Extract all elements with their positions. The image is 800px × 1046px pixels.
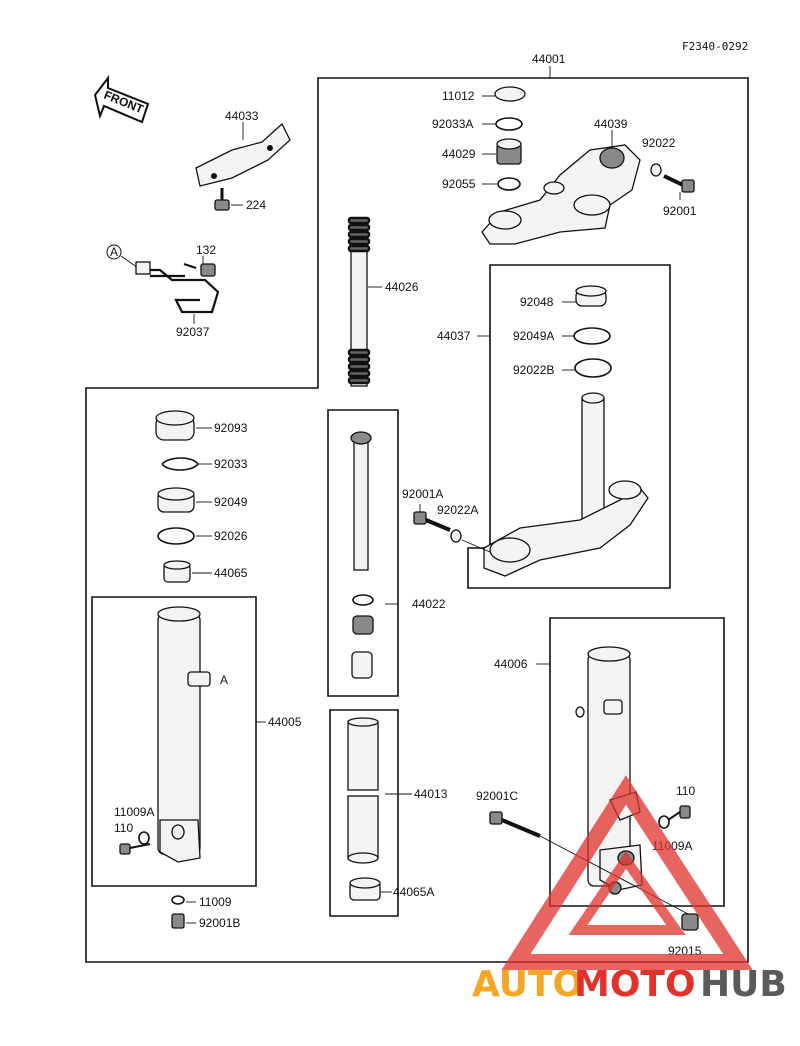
label-92037: 92037 bbox=[176, 325, 210, 339]
watermark-hub: HUB bbox=[700, 964, 787, 1005]
ring-92049A bbox=[573, 327, 611, 345]
label-44026: 44026 bbox=[385, 280, 419, 294]
washer-11009A-right bbox=[658, 815, 670, 829]
washer-92022 bbox=[650, 163, 662, 177]
label-44065A: 44065A bbox=[393, 885, 434, 899]
label-92049: 92049 bbox=[214, 495, 248, 509]
dust-seal-92093 bbox=[155, 410, 195, 441]
bolt-92001A bbox=[413, 511, 451, 532]
label-44039: 44039 bbox=[594, 117, 628, 131]
label-44022: 44022 bbox=[412, 597, 446, 611]
inner-tube-44013 bbox=[347, 717, 379, 864]
label-44033: 44033 bbox=[225, 109, 259, 123]
label-92001B: 92001B bbox=[199, 916, 240, 930]
ring-92033A bbox=[495, 117, 523, 131]
label-11012: 11012 bbox=[442, 89, 475, 103]
label-44037: 44037 bbox=[437, 329, 471, 343]
ref-marker-a-top: A bbox=[110, 245, 118, 259]
oring-92055 bbox=[497, 177, 521, 191]
label-11009A-left: 11009A bbox=[114, 805, 154, 819]
label-44029: 44029 bbox=[442, 147, 476, 161]
spring-44026 bbox=[347, 216, 371, 387]
outer-tube-box-44006 bbox=[549, 617, 725, 907]
steering-stem-lower-bracket bbox=[483, 392, 649, 577]
washer-92022A bbox=[450, 529, 462, 543]
damper-box-44022 bbox=[327, 409, 399, 697]
washer-11009A-left bbox=[138, 831, 150, 845]
oil-seal-92049 bbox=[157, 487, 195, 513]
nut-92015 bbox=[681, 913, 699, 931]
clip-92033 bbox=[161, 457, 200, 471]
label-92001: 92001 bbox=[663, 204, 697, 218]
label-92033: 92033 bbox=[214, 457, 248, 471]
outer-tube-44005 bbox=[157, 606, 211, 863]
label-224: 224 bbox=[246, 198, 266, 212]
washer-92026 bbox=[157, 527, 195, 545]
diagram-code: F2340-0292 bbox=[682, 40, 748, 53]
label-92022A: 92022A bbox=[437, 503, 478, 517]
outer-tube-box-44005 bbox=[91, 596, 257, 887]
label-92001C: 92001C bbox=[476, 789, 518, 803]
assembly-outline-44001 bbox=[85, 77, 749, 963]
front-arrow: FRONT bbox=[93, 75, 150, 124]
watermark-moto: MOTO bbox=[574, 964, 696, 1005]
label-92048: 92048 bbox=[520, 295, 554, 309]
ref-marker-a-left: A bbox=[220, 673, 228, 687]
damper-rod-44022 bbox=[350, 431, 374, 679]
washer-92022B bbox=[574, 358, 612, 378]
bolt-92001 bbox=[663, 174, 695, 193]
label-11009: 11009 bbox=[199, 895, 232, 909]
clamp-92037 bbox=[135, 261, 220, 314]
bushing-44065A bbox=[349, 877, 381, 901]
bolt-110-right bbox=[667, 805, 691, 821]
label-92022: 92022 bbox=[642, 136, 676, 150]
inner-tube-box-44013 bbox=[329, 709, 399, 917]
automotohub-watermark-text: AUTO MOTO HUB bbox=[472, 964, 787, 1005]
nut-44029 bbox=[496, 138, 522, 165]
label-44001: 44001 bbox=[532, 52, 566, 66]
label-92033A: 92033A bbox=[432, 117, 473, 131]
label-44005: 44005 bbox=[268, 715, 302, 729]
label-92049A: 92049A bbox=[513, 329, 554, 343]
upper-bracket-44039 bbox=[481, 144, 641, 245]
label-92026: 92026 bbox=[214, 529, 248, 543]
label-92055: 92055 bbox=[442, 177, 476, 191]
cap-11012 bbox=[494, 86, 526, 102]
label-132: 132 bbox=[196, 243, 216, 257]
bolt-224 bbox=[214, 188, 230, 211]
bolt-92001C bbox=[489, 811, 541, 838]
label-44065: 44065 bbox=[214, 566, 248, 580]
watermark-auto: AUTO bbox=[472, 964, 583, 1005]
label-92093: 92093 bbox=[214, 421, 248, 435]
washer-11009 bbox=[171, 895, 185, 905]
seal-92048 bbox=[575, 285, 607, 307]
automotohub-watermark-logo bbox=[501, 775, 753, 970]
label-110-right: 110 bbox=[676, 784, 695, 798]
label-44006: 44006 bbox=[494, 657, 528, 671]
bolt-132 bbox=[183, 263, 216, 277]
label-92001A: 92001A bbox=[402, 487, 443, 501]
label-44013: 44013 bbox=[414, 787, 448, 801]
bolt-92001B bbox=[171, 913, 185, 929]
label-110-left: 110 bbox=[114, 821, 133, 835]
label-92022B: 92022B bbox=[513, 363, 554, 377]
bolt-110-left bbox=[119, 843, 151, 855]
bushing-44065 bbox=[163, 560, 191, 583]
bracket-44033 bbox=[195, 122, 291, 187]
